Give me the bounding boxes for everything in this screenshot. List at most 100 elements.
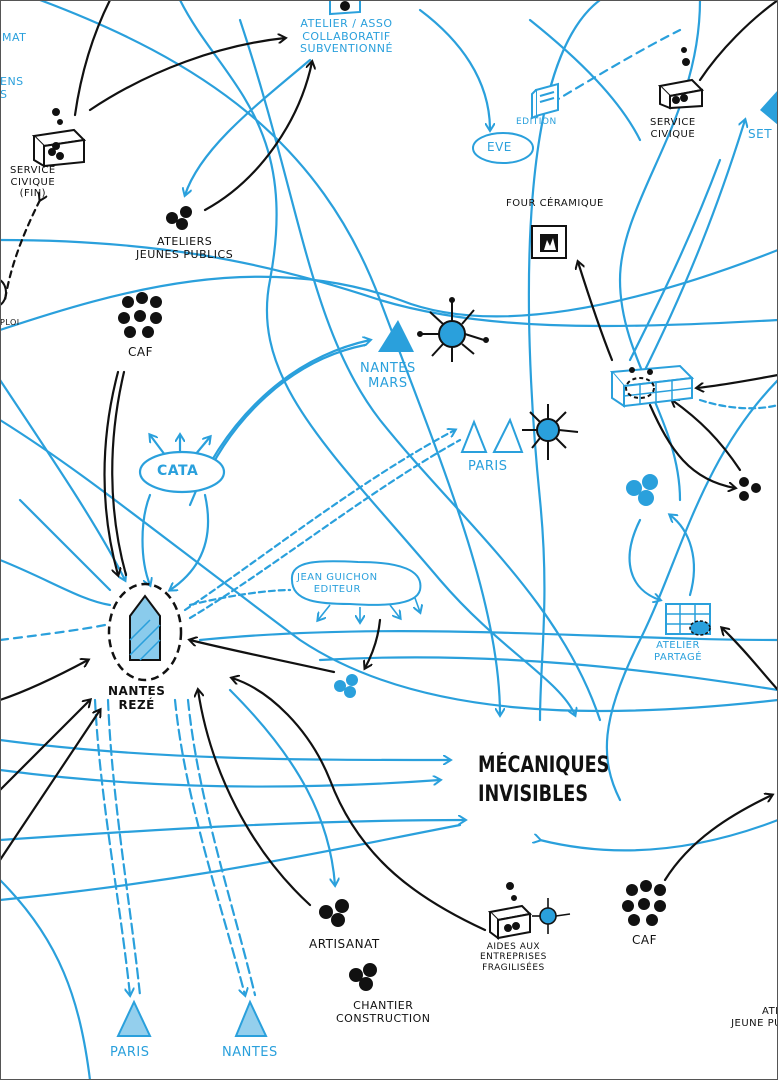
paris-mid-label: PARIS: [468, 459, 508, 474]
nantes-mars-label: NANTES MARS: [360, 361, 416, 391]
flow-line: [0, 248, 778, 332]
flow-line: [698, 398, 778, 410]
link-line: [698, 0, 778, 82]
flow-line: [170, 493, 210, 590]
cata-bubble: [138, 450, 226, 494]
flow-line: [418, 8, 490, 130]
flow-line: [528, 18, 642, 142]
link-line: [198, 690, 312, 907]
flow-line: [198, 343, 367, 492]
triangle-icon: [492, 417, 524, 453]
paris-bottom-label: PARIS: [110, 1045, 150, 1060]
flow-line: [670, 515, 695, 597]
triangle-icon: [760, 90, 778, 125]
nantes-bottom-label: NANTES: [222, 1045, 278, 1060]
ballot-box-icon: [657, 47, 705, 110]
cata-label: CATA: [157, 463, 199, 479]
flow-line: [540, 818, 778, 852]
edition-label: EDITION: [516, 117, 557, 127]
link-line: [578, 262, 614, 362]
flow-line: [628, 158, 722, 362]
link-line: [648, 403, 735, 488]
flow-line: [0, 738, 450, 760]
flow-line: [0, 238, 778, 328]
flow-line: [173, 698, 245, 995]
service-civique-fin-label: SERVICE CIVIQUE (FIN): [10, 165, 56, 199]
stars-icon: [118, 292, 162, 338]
virus-icon: [417, 297, 489, 362]
jean-guichon-bubble: [290, 560, 422, 606]
coins-icon: [166, 206, 192, 230]
ballot-box-icon: [487, 882, 533, 940]
flow-line: [150, 435, 167, 457]
grid-box-icon: [329, 0, 361, 16]
flow-line: [0, 768, 440, 788]
link-line: [672, 400, 742, 472]
caf-top-label: CAF: [128, 345, 153, 359]
flow-line: [628, 518, 660, 600]
flow-line: [0, 558, 112, 607]
flow-line: [527, 0, 602, 722]
link-line: [88, 38, 285, 112]
flow-line: [93, 698, 130, 995]
link-line: [111, 370, 128, 577]
link-line: [232, 678, 487, 932]
triangle-icon: [460, 419, 488, 453]
link-line: [3, 200, 40, 302]
flow-line: [198, 630, 778, 642]
chantier-label: CHANTIER CONSTRUCTION: [336, 999, 431, 1025]
service-civique-label: SERVICE CIVIQUE: [650, 117, 696, 140]
link-line: [0, 700, 90, 792]
ateliers-jeune-partial-label: ATE JEUNE PU: [731, 1006, 778, 1029]
atelier-partage-label: ATELIER PARTAGÉ: [654, 640, 703, 663]
triangle-icon: [116, 999, 152, 1037]
book-icon: [531, 82, 559, 120]
artisanat-label: ARTISANAT: [309, 937, 380, 951]
flow-line: [0, 623, 107, 642]
flow-line: [318, 656, 778, 692]
flow-line: [638, 120, 745, 382]
caf-bottom-label: CAF: [632, 933, 657, 947]
four-ceramique-label: FOUR CÉRAMIQUE: [506, 198, 604, 209]
flow-line: [183, 430, 455, 612]
left-edge-top-label: MAT: [2, 31, 27, 44]
link-line: [203, 62, 312, 212]
link-line: [190, 640, 336, 674]
coins-icon: [349, 963, 377, 991]
oven-icon: [531, 225, 567, 259]
grid-box-icon: [665, 603, 711, 636]
jean-guichon-label: JEAN GUICHON EDITEUR: [297, 572, 378, 595]
link-line: [365, 618, 382, 668]
left-edge-2-label: ENS S: [0, 75, 24, 101]
flow-line: [188, 588, 292, 607]
flow-line: [141, 493, 151, 585]
flow-line: [228, 688, 335, 885]
eve-label: EVE: [487, 140, 512, 154]
flow-line: [188, 438, 462, 620]
ateliers-jeunes-label: ATELIERS JEUNES PUBLICS: [136, 235, 234, 261]
atelier-assoc-label: ATELIER / ASSO COLLABORATIF SUBVENTIONNÉ: [300, 17, 393, 56]
link-line: [697, 373, 778, 388]
nantes-reze-label: NANTES REZÉ: [108, 684, 166, 712]
triangle-icon: [378, 320, 414, 352]
link-line: [722, 628, 778, 692]
flow-line: [38, 0, 500, 715]
coins-icon: [626, 474, 658, 506]
mecaniques-invisibles-title: MÉCANIQUES INVISIBLES: [478, 753, 610, 807]
link-line: [663, 795, 772, 882]
setup-partial-label: SET: [748, 127, 773, 141]
flow-line: [193, 437, 210, 457]
flow-line: [186, 698, 257, 997]
aides-entreprises-label: AIDES AUX ENTREPRISES FRAGILISÉES: [480, 942, 547, 973]
coins-icon: [739, 477, 761, 501]
virus-icon: [532, 898, 571, 934]
coins-icon: [319, 899, 349, 927]
flow-line: [0, 823, 462, 902]
link-line: [0, 660, 88, 702]
ballot-box-icon: [31, 108, 87, 168]
flow-line: [18, 498, 112, 592]
triangle-icon: [234, 999, 268, 1037]
stars-icon: [622, 880, 666, 926]
